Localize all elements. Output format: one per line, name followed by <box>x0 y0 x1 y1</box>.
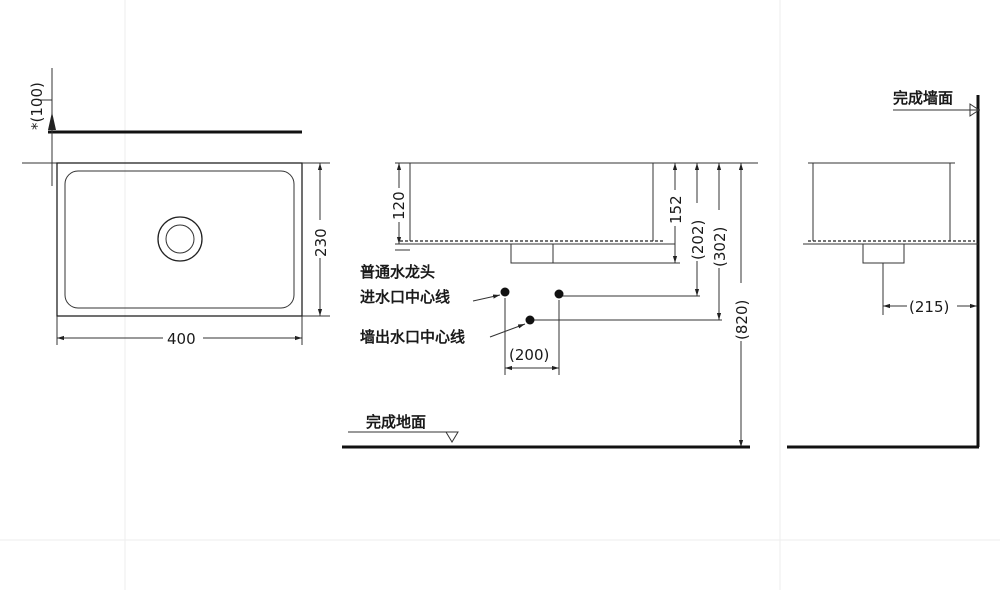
front-dim-202: (202) <box>689 220 707 260</box>
basin-inner-outline <box>64 170 295 309</box>
finished-wall-label: 完成墙面 <box>893 89 953 107</box>
wall-outlet-point <box>525 315 535 325</box>
plan-height-label: 230 <box>312 228 330 257</box>
faucet-inlet-label-line1: 普通水龙头 <box>360 263 435 281</box>
plan-view: *(100) 230 400 <box>22 68 330 348</box>
finished-floor-label: 完成地面 <box>366 413 426 431</box>
front-drain-stub <box>510 244 554 264</box>
side-drain-stub <box>862 244 905 264</box>
basin-outer-outline <box>56 162 303 317</box>
faucet-inlet-label-line2: 进水口中心线 <box>360 288 450 306</box>
outlet-leader-line <box>489 323 526 338</box>
wall-outlet-label: 墙出水口中心线 <box>360 328 465 346</box>
front-dim-302: (302) <box>711 227 729 267</box>
front-dim-152: 152 <box>667 195 685 224</box>
faucet-leader-line <box>472 294 501 302</box>
plan-wall-offset-label: *(100) <box>28 82 46 130</box>
front-basin-height-label: 120 <box>390 191 408 220</box>
faucet-inlet-point-right <box>554 289 564 299</box>
drain-inner-ring <box>165 224 195 254</box>
side-view: 完成墙面 (215) <box>787 89 980 449</box>
drain-outer-ring <box>157 216 203 262</box>
faucet-inlet-point-left <box>500 287 510 297</box>
front-view: 120 152 (202) (302) (820) 普通水龙头 进水口中心线 墙… <box>342 162 758 449</box>
front-dim-820: (820) <box>733 300 751 340</box>
front-dim-200: (200) <box>509 346 549 364</box>
plan-width-label: 400 <box>167 330 196 348</box>
side-drain-offset-label: (215) <box>909 298 949 316</box>
